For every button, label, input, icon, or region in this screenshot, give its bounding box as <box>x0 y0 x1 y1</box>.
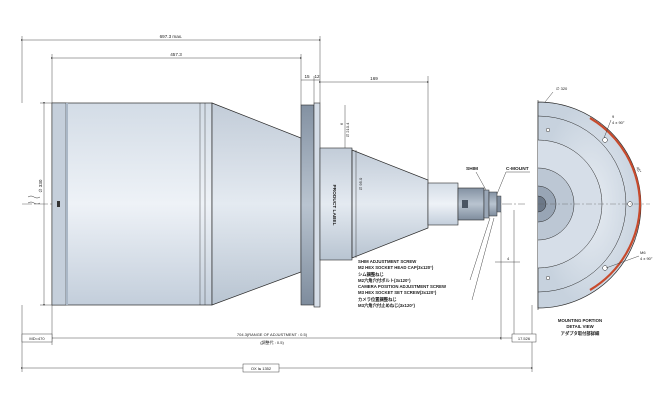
product-label: PRODUCT LABEL <box>331 184 337 225</box>
shim-screw-note-2: M2 HEX SOCKET HEAD CAP(3x120°) <box>358 265 434 270</box>
lens-body-cylinder <box>51 102 213 306</box>
side-top-sub: 4 x 90° <box>612 120 625 125</box>
cam-screw-note-jp1: カメラ位置調整ねじ <box>358 296 397 303</box>
screw-leaders <box>469 217 495 301</box>
cam-screw-note-2: M3 HEX SOCKET SET SCREW(3x120°) <box>358 290 437 295</box>
left-tag-box <box>21 333 53 343</box>
dim-working-distance: 704.3(RANGE OF ADJUSTMENT : 0.5) <box>237 332 308 337</box>
dim-flange-b: 12 <box>314 74 320 79</box>
shim-leader <box>475 171 487 191</box>
dim-overall-top: 697.3 max. <box>160 34 183 39</box>
body-diameter-dim <box>40 102 52 306</box>
side-diameter-leader <box>544 91 554 103</box>
bottom-dimensions <box>21 305 533 372</box>
front-tube <box>427 182 502 226</box>
shim-screw-note-jp1: シム調整ねじ <box>358 271 384 278</box>
lens-taper <box>211 102 302 306</box>
dim-flange-a: 15 <box>304 74 310 79</box>
dim-front-diameter: ∅ 95.0 <box>358 177 363 190</box>
side-caption-3: アダプタ取付部詳細 <box>561 330 600 337</box>
side-m6-sub: 4 x 90° <box>640 256 653 261</box>
shim-screw-note-jp2: M2六角穴付ボルト(3x120°) <box>358 277 411 284</box>
left-tag: MD=470 <box>29 336 45 341</box>
dim-side-diameter: ∅ 320 <box>556 86 568 91</box>
side-top-leader <box>603 119 612 139</box>
dim-front-section: 169 <box>370 76 378 81</box>
side-m6-leader <box>605 255 640 269</box>
top-dimensions <box>21 36 429 180</box>
c-mount-label: C-MOUNT <box>506 166 529 172</box>
break-mark <box>27 195 41 205</box>
dim-overall-bottom: OX ≒ 1352 <box>251 366 272 371</box>
flange-dims <box>344 105 357 258</box>
cam-screw-note-1: CAMERA POSITION ADJUSTMENT SCREW <box>358 284 447 289</box>
side-caption-2: DETAIL VIEW <box>566 324 594 329</box>
dim-flange-thickness: 6 <box>339 122 344 125</box>
side-angle-label: 45° <box>635 166 643 174</box>
overall-tag-box <box>242 363 280 373</box>
shim-screw-note-1: SHIM ADJUSTMENT SCREW <box>358 259 417 264</box>
dim-body-length: 457.3 <box>170 52 182 57</box>
side-m6-label: M6 <box>640 250 646 255</box>
side-caption-1: MOUNTING PORTION <box>558 318 602 323</box>
dim-flange-diameter: ∅ 210.4 <box>345 122 350 137</box>
side-detail-view <box>537 100 650 310</box>
side-top-label: 9 <box>612 114 615 119</box>
front-cone <box>351 149 429 259</box>
dim-body-diameter: ∅ 330 <box>38 179 43 192</box>
right-tag-box <box>511 333 537 343</box>
offset-dim <box>495 210 520 340</box>
dim-working-distance-jp: (調整代 : 0.5) <box>260 339 284 345</box>
c-mount-leader <box>496 171 530 195</box>
right-tag: 17.526 <box>518 336 531 341</box>
cam-screw-note-jp2: M3六角穴付止めねじ(3x120°) <box>358 302 415 309</box>
shim-label: SHIM <box>466 166 478 172</box>
dim-small-offset: 4 <box>507 256 510 261</box>
